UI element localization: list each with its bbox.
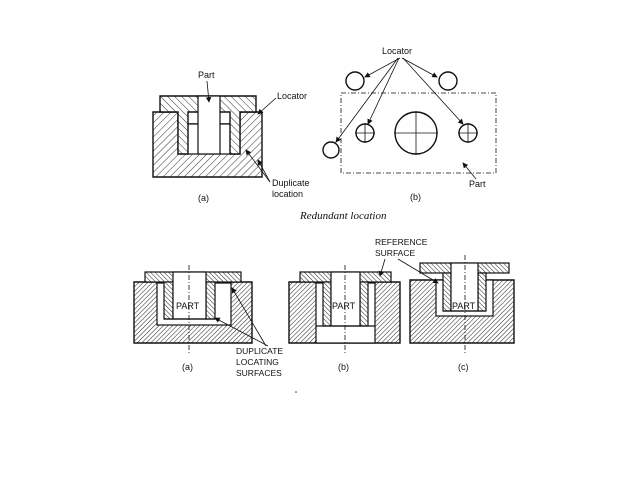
locator-circle-1	[345, 71, 365, 91]
locator-circle-2	[438, 71, 458, 91]
bottom-fig-c: PART (c)	[409, 255, 515, 372]
figure-title: Redundant location	[299, 210, 387, 222]
label-duplicate: Duplicate	[272, 178, 310, 188]
bottom-fig-b: PART (b)	[288, 265, 401, 372]
part-label-a: PART	[176, 301, 200, 311]
label-location: location	[272, 189, 303, 199]
caption-bottom-c: (c)	[458, 362, 469, 372]
part-plate	[340, 92, 497, 174]
part-label-b: PART	[332, 301, 356, 311]
locator-circle-3	[322, 141, 340, 159]
duplicate-label-3: SURFACES	[236, 368, 282, 378]
label-locator: Locator	[277, 91, 307, 101]
caption-bottom-b: (b)	[338, 362, 349, 372]
label-part-b: Part	[469, 179, 486, 189]
part-bore	[197, 95, 221, 155]
caption-top-a: (a)	[198, 193, 209, 203]
reference-label-2: SURFACE	[375, 248, 415, 258]
caption-bottom-a: (a)	[182, 362, 193, 372]
label-part: Part	[198, 70, 215, 80]
duplicate-label-1: DUPLICATE	[236, 346, 283, 356]
top-fig-b: Locator Part (b)	[322, 46, 497, 202]
caption-top-b: (b)	[410, 192, 421, 202]
part-label-c: PART	[452, 301, 476, 311]
reference-label-1: REFERENCE	[375, 237, 428, 247]
label-locator-b: Locator	[382, 46, 412, 56]
bottom-fig-a: PART (a)	[133, 265, 253, 372]
part-t	[159, 95, 257, 155]
top-fig-a: Part Locator Duplicate location (a)	[152, 70, 310, 203]
duplicate-label-2: LOCATING	[236, 357, 279, 367]
